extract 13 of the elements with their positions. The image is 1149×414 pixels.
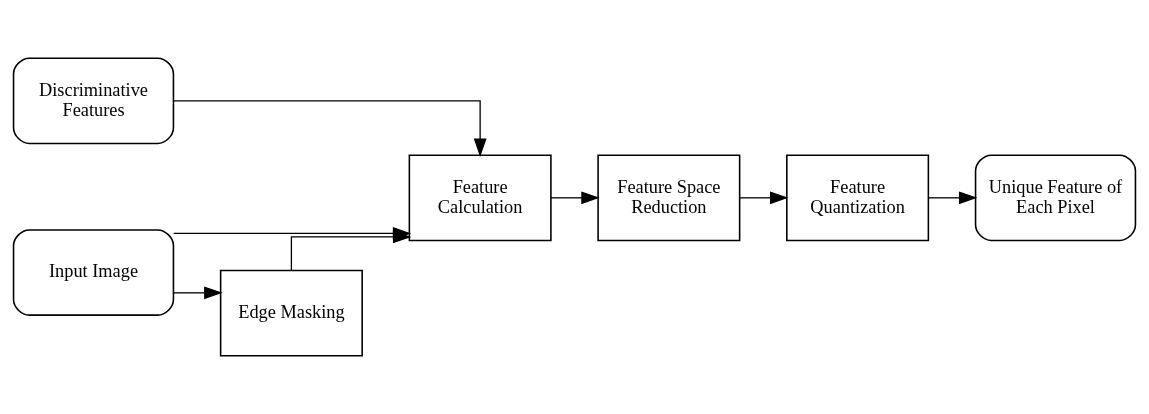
node-box: Feature Quantization	[786, 154, 930, 242]
arrow	[172, 100, 487, 157]
node-box: Unique Feature of Each Pixel	[974, 154, 1137, 242]
node-box: Feature Space Reduction	[597, 154, 741, 242]
arrow	[173, 286, 223, 300]
arrow	[290, 230, 412, 271]
arrow	[927, 191, 978, 205]
node-box: Input Image	[12, 229, 175, 316]
node-box: Feature Calculation	[408, 154, 552, 242]
arrow	[550, 191, 600, 205]
arrow	[739, 191, 789, 205]
node-box: Edge Masking	[219, 269, 363, 357]
node-box: Discriminative Features	[12, 57, 175, 145]
